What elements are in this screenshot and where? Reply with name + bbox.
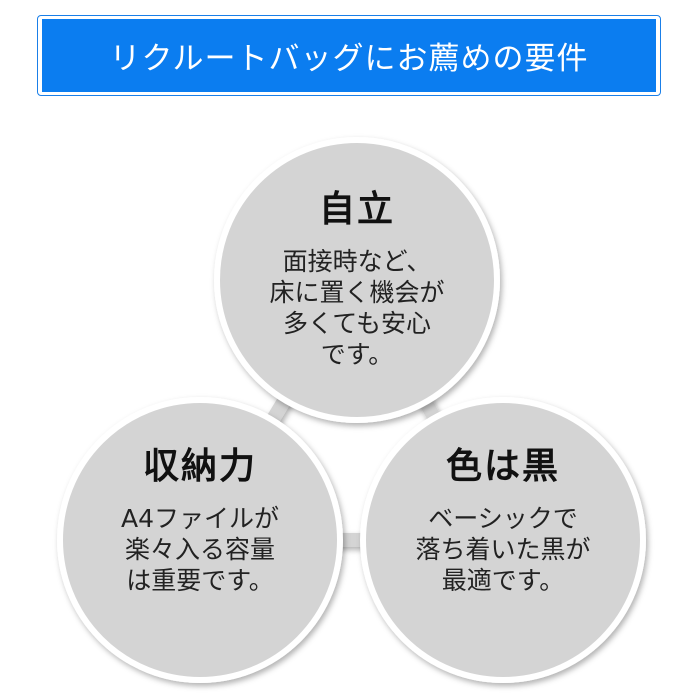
header-title: リクルートバッグにお薦めの要件	[42, 19, 656, 92]
header-banner: リクルートバッグにお薦めの要件	[37, 15, 661, 96]
circle-title: 色は黒	[445, 446, 560, 487]
circle-right	[360, 397, 646, 683]
circle-title: 自立	[318, 189, 395, 230]
circle-top	[214, 137, 500, 423]
circle-left-content: 収納力 A4ファイルが 楽々入る容量 は重要です。	[70, 437, 330, 596]
circle-body: 面接時など、 床に置く機会が 多くても安心 です。	[269, 247, 445, 369]
circle-body: A4ファイルが 楽々入る容量 は重要です。	[120, 504, 279, 595]
circle-body: ベーシックで 落ち着いた黒が 最適です。	[415, 504, 591, 595]
circle-right-content: 色は黒 ベーシックで 落ち着いた黒が 最適です。	[373, 437, 633, 596]
circle-title: 収納力	[142, 446, 257, 487]
circle-top-content: 自立 面接時など、 床に置く機会が 多くても安心 です。	[227, 180, 487, 370]
circle-left	[57, 397, 343, 683]
